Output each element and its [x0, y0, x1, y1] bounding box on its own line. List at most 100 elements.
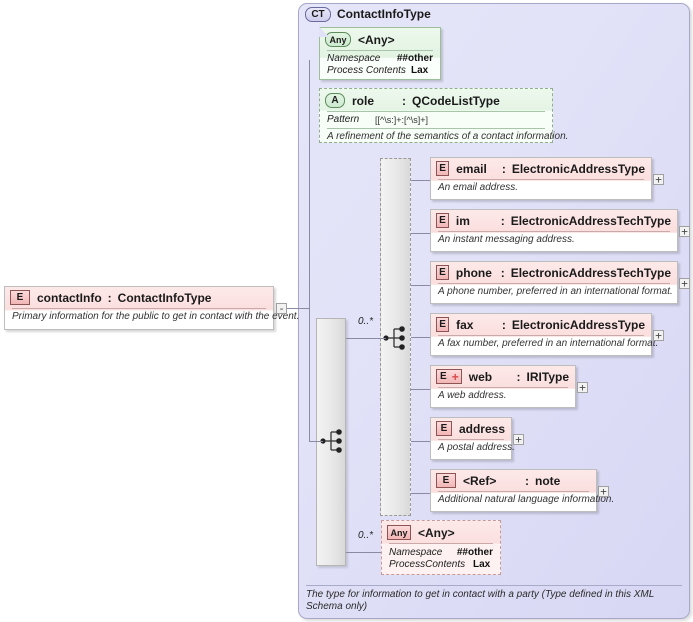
- expand-button-fax[interactable]: +: [653, 330, 664, 341]
- connector-web: [411, 389, 432, 390]
- any-icon: Any: [325, 32, 351, 47]
- element-note-ref[interactable]: E <Ref> : note Additional natural langua…: [430, 469, 615, 512]
- plus-glyph: +: [451, 370, 459, 384]
- any-top-namespace-value: ##other: [396, 53, 433, 64]
- attribute-role-type: QCodeListType: [412, 93, 500, 108]
- attribute-role-annotation: A refinement of the semantics of a conta…: [327, 131, 569, 142]
- element-note-name: <Ref>: [463, 473, 497, 488]
- connector-root-to-complextype: [287, 308, 309, 309]
- element-web-annotation: A web address.: [438, 390, 507, 401]
- expand-button-note[interactable]: +: [598, 486, 609, 497]
- element-email[interactable]: E email : ElectronicAddressType An email…: [430, 157, 652, 200]
- colon-separator: :: [516, 369, 521, 384]
- element-email-annotation: An email address.: [438, 182, 519, 193]
- element-contactinfo-type: ContactInfoType: [117, 290, 212, 305]
- element-icon: E: [436, 421, 452, 436]
- element-im[interactable]: E im : ElectronicAddressTechType An inst…: [430, 209, 678, 252]
- colon-separator: :: [107, 290, 112, 305]
- any-bottom-node[interactable]: Any <Any> Namespace ##other ProcessConte…: [381, 520, 501, 575]
- element-web-type: IRIType: [526, 369, 569, 384]
- divider: [438, 491, 589, 492]
- element-note-type: note: [535, 473, 561, 488]
- element-icon: E: [10, 290, 30, 305]
- any-top-corner-notch: [319, 27, 329, 37]
- element-address-name: address: [458, 421, 505, 436]
- element-icon: E: [436, 265, 449, 280]
- element-im-name: im: [455, 213, 470, 228]
- any-top-header: Any <Any>: [320, 28, 440, 50]
- element-icon: E: [436, 317, 450, 332]
- sequence-compositor-outer[interactable]: [320, 428, 348, 454]
- element-im-annotation: An instant messaging address.: [438, 234, 575, 245]
- any-bottom-processcontents-key: ProcessContents: [389, 559, 466, 570]
- attribute-role[interactable]: A role : QCodeListType Pattern [[^\s:]+:…: [319, 88, 569, 143]
- attribute-role-pattern-value: [[^\s:]+:[^\s]+]: [375, 115, 428, 125]
- element-fax-type: ElectronicAddressType: [511, 317, 645, 332]
- any-bottom-namespace-row: Namespace ##other: [382, 544, 500, 559]
- divider: [327, 50, 433, 51]
- connector-outer-to-inner-sequence: [346, 338, 386, 339]
- connector-note: [411, 493, 432, 494]
- attribute-role-pattern-row: Pattern [[^\s:]+:[^\s]+]: [320, 112, 552, 126]
- any-top-processcontents-row: Process Contents Lax: [320, 65, 440, 77]
- any-top-processcontents-value: Lax: [411, 65, 429, 76]
- divider: [327, 128, 545, 129]
- element-fax-header: E fax : ElectronicAddressType: [431, 314, 651, 335]
- connector-vertical-trunk: [309, 60, 310, 442]
- any-bottom-processcontents-row: ProcessContents Lax: [382, 559, 500, 571]
- element-email-type: ElectronicAddressType: [511, 161, 645, 176]
- element-note-annotation: Additional natural language information.: [438, 494, 615, 505]
- element-phone[interactable]: E phone : ElectronicAddressTechType A ph…: [430, 261, 678, 304]
- any-icon: Any: [387, 525, 411, 540]
- colon-separator: :: [402, 93, 407, 108]
- element-note-header: E <Ref> : note: [431, 470, 596, 491]
- attribute-icon: A: [325, 93, 345, 108]
- element-phone-type: ElectronicAddressTechType: [510, 265, 671, 280]
- complextype-footer-annotation: The type for information to get in conta…: [306, 589, 655, 612]
- divider: [327, 111, 545, 112]
- connector-im: [411, 233, 432, 234]
- attribute-role-pattern-key: Pattern: [327, 114, 360, 125]
- inner-sequence-bar[interactable]: [380, 158, 411, 516]
- connector-fax: [411, 337, 432, 338]
- complextype-badge: CT: [305, 7, 331, 22]
- element-im-type: ElectronicAddressTechType: [510, 213, 671, 228]
- divider: [438, 335, 644, 336]
- expand-button-phone[interactable]: +: [679, 278, 690, 289]
- collapse-button-contactinfo[interactable]: -: [276, 303, 287, 314]
- element-phone-header: E phone : ElectronicAddressTechType: [431, 262, 677, 283]
- element-address[interactable]: E address A postal address.: [430, 417, 515, 460]
- any-top-node[interactable]: Any <Any> Namespace ##other Process Cont…: [319, 27, 441, 80]
- element-im-header: E im : ElectronicAddressTechType: [431, 210, 677, 231]
- element-fax-annotation: A fax number, preferred in an internatio…: [438, 338, 659, 349]
- element-contactinfo[interactable]: E contactInfo : ContactInfoType Primary …: [4, 286, 300, 330]
- expand-button-web[interactable]: +: [577, 382, 588, 393]
- element-web[interactable]: E + web : IRIType A web address.: [430, 365, 576, 408]
- element-substitutable-icon: E +: [436, 369, 462, 384]
- expand-button-im[interactable]: +: [679, 226, 690, 237]
- element-phone-annotation: A phone number, preferred in an internat…: [438, 286, 673, 297]
- expand-button-address[interactable]: +: [513, 434, 524, 445]
- element-fax-name: fax: [456, 317, 474, 332]
- expand-button-email[interactable]: +: [653, 174, 664, 185]
- element-phone-name: phone: [455, 265, 492, 280]
- element-fax[interactable]: E fax : ElectronicAddressType A fax numb…: [430, 313, 659, 356]
- element-icon: E: [436, 161, 450, 176]
- any-top-namespace-key: Namespace: [327, 53, 381, 64]
- connector-outer-to-any-bottom: [346, 552, 381, 553]
- element-contactinfo-name: contactInfo: [37, 290, 102, 305]
- any-bottom-namespace-key: Namespace: [389, 547, 443, 558]
- divider: [438, 179, 644, 180]
- element-contactinfo-annotation: Primary information for the public to ge…: [12, 311, 300, 322]
- any-top-processcontents-key: Process Contents: [327, 65, 406, 76]
- any-bottom-header: Any <Any>: [382, 521, 500, 543]
- element-web-name: web: [468, 369, 493, 384]
- colon-separator: :: [525, 473, 529, 488]
- sequence-compositor-inner[interactable]: [383, 325, 411, 351]
- element-icon: E: [436, 473, 456, 488]
- element-web-header: E + web : IRIType: [431, 366, 575, 387]
- divider: [438, 439, 504, 440]
- divider: [438, 231, 670, 232]
- element-email-name: email: [456, 161, 487, 176]
- any-top-namespace-row: Namespace ##other: [320, 51, 440, 65]
